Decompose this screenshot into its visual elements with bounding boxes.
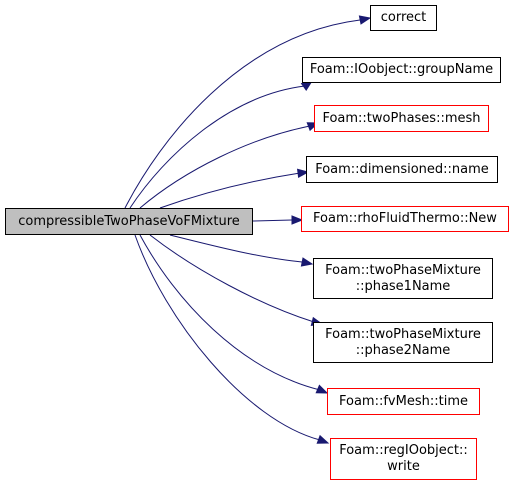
arrowhead-New [291,215,304,225]
edge-to-write [134,234,321,441]
node-label-line-2: ::phase2Name [355,342,451,358]
node-label: Foam::dimensioned::name [315,161,489,177]
edge-to-phase2Name [149,234,315,323]
arrowhead-correct [358,15,372,25]
node-label-line-1: Foam::twoPhaseMixture [325,262,481,278]
node-groupName[interactable]: Foam::IOobject::groupName [302,57,501,83]
arrowhead-phase1Name [300,257,314,267]
node-label-line-2: write [387,459,420,474]
edge-to-correct [124,19,361,209]
node-correct[interactable]: correct [370,5,437,31]
arrowhead-time [315,384,329,394]
edge-to-name [159,172,301,209]
node-name[interactable]: Foam::dimensioned::name [306,156,498,183]
arrowhead-name [296,168,310,179]
node-phase1Name[interactable]: Foam::twoPhaseMixture ::phase1Name [313,258,493,299]
node-label: Foam::rhoFluidThermo::New [313,211,497,226]
node-label: Foam::IOobject::groupName [309,62,494,77]
node-label: compressibleTwoPhaseVoFMixture [18,213,240,229]
edge-to-phase1Name [169,234,303,263]
node-phase2Name[interactable]: Foam::twoPhaseMixture ::phase2Name [313,322,493,363]
edge-to-New [252,219,293,222]
node-label: Foam::twoPhases::mesh [322,110,481,126]
node-label-line-2: ::phase1Name [355,278,451,294]
node-label: Foam::fvMesh::time [339,393,468,409]
node-write[interactable]: Foam::regIOobject:: write [330,438,477,480]
node-label-line-1: Foam::regIOobject:: [339,443,468,458]
edge-to-groupName [129,85,306,209]
node-mesh[interactable]: Foam::twoPhases::mesh [314,105,489,132]
node-compressibleTwoPhaseVoFMixture[interactable]: compressibleTwoPhaseVoFMixture [5,208,253,235]
edge-to-mesh [139,125,311,209]
arrowhead-write [316,434,330,444]
node-New[interactable]: Foam::rhoFluidThermo::New [301,206,509,232]
node-label: correct [380,10,427,25]
node-label-line-1: Foam::twoPhaseMixture [325,326,481,342]
node-time[interactable]: Foam::fvMesh::time [327,388,480,415]
edge-to-time [139,234,321,391]
